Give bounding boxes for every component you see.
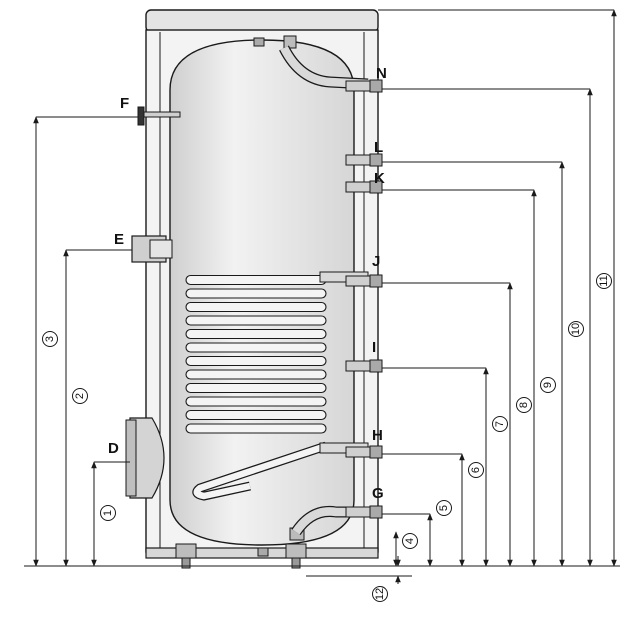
dimension-8: 8 [382, 282, 532, 567]
stub-nut-h [369, 445, 383, 459]
dimension-badge [436, 500, 452, 516]
pipe-g [292, 507, 368, 535]
coil-turn [185, 396, 327, 407]
dimension-3: 3 [33, 116, 138, 567]
dimension-label: 4 [404, 538, 416, 544]
dimension-badge [372, 586, 388, 602]
coil-turn [185, 423, 327, 434]
dimension-badge [402, 533, 418, 549]
e-socket-nut [149, 239, 173, 259]
coil-turn [185, 382, 327, 394]
internal-pipes [279, 45, 369, 536]
connection-stubs [345, 79, 383, 519]
label-i: I [372, 339, 376, 356]
dimension-badge [42, 331, 58, 347]
dimension-badge [540, 377, 556, 393]
dimension-label: 12 [374, 588, 386, 600]
drain [257, 547, 269, 557]
dimension-12: 12 [306, 556, 412, 602]
coil-turn [185, 355, 327, 367]
label-d: D [108, 440, 119, 457]
foot-right-screw [291, 557, 301, 569]
label-f: F [120, 95, 129, 112]
dimension-badge [100, 505, 116, 521]
pipe-n [280, 45, 369, 89]
stub-g [345, 506, 373, 518]
dimension-6: 6 [382, 453, 484, 567]
stub-l [345, 154, 373, 166]
dimension-label: 2 [74, 393, 86, 399]
dimension-label: 7 [494, 421, 506, 427]
left-devices [125, 106, 181, 499]
dimension-label: 6 [470, 467, 482, 473]
top-cover [145, 9, 379, 33]
dimension-10: 10 [382, 161, 584, 567]
coil-turn [185, 288, 327, 299]
stub-j [345, 275, 373, 287]
stub-i [345, 360, 373, 372]
stub-h [345, 446, 373, 458]
dimension-7: 7 [382, 367, 508, 567]
stub-n [345, 80, 373, 92]
stub-nut-n [369, 79, 383, 93]
coil-turn [185, 342, 327, 353]
label-n: N [376, 65, 387, 82]
stub-k [345, 181, 373, 193]
label-j: J [372, 253, 380, 270]
dimension-label: 9 [542, 382, 554, 388]
dimension-label: 8 [518, 402, 530, 408]
top-fitting-1 [253, 37, 265, 47]
dimension-label: 1 [102, 510, 114, 516]
dimension-9: 9 [382, 189, 556, 567]
coil-turn [185, 409, 327, 421]
coil-turn [185, 315, 327, 326]
coil-turn [185, 274, 327, 286]
stub-nut-j [369, 274, 383, 288]
coil-turn [185, 301, 327, 313]
dimension-label: 11 [598, 275, 610, 286]
label-e: E [114, 231, 124, 248]
label-k: K [374, 170, 385, 187]
label-g: G [372, 485, 384, 502]
f-thermometer-stem [143, 111, 181, 118]
dimension-label: 10 [570, 323, 582, 335]
label-l: L [374, 139, 383, 156]
coil-turn [185, 328, 327, 340]
dimension-label: 5 [438, 505, 450, 511]
foot-left-screw [181, 557, 191, 569]
stub-nut-k [369, 180, 383, 194]
dimension-badge [72, 388, 88, 404]
dimension-label: 3 [44, 336, 56, 342]
d-flange-plate [125, 419, 137, 497]
coil-return [193, 442, 328, 500]
stub-nut-g [369, 505, 383, 519]
coil-turn [185, 369, 327, 380]
dimension-badge [568, 321, 584, 337]
dimension-1: 1 [91, 461, 130, 567]
foot-left [175, 543, 197, 559]
d-flange [129, 417, 165, 499]
connection-labels: N LK J I H G F E D [108, 65, 387, 502]
label-h: H [372, 427, 383, 444]
dimension-5: 5 [382, 500, 452, 567]
stub-nut-i [369, 359, 383, 373]
foot-right [285, 543, 307, 559]
dimension-2: 2 [63, 249, 132, 567]
f-thermometer [137, 106, 145, 126]
top-fitting-2 [283, 35, 297, 49]
heat-exchanger-coil [185, 271, 369, 501]
stub-nut-l [369, 153, 383, 167]
dimension-4: 4 [393, 531, 418, 567]
